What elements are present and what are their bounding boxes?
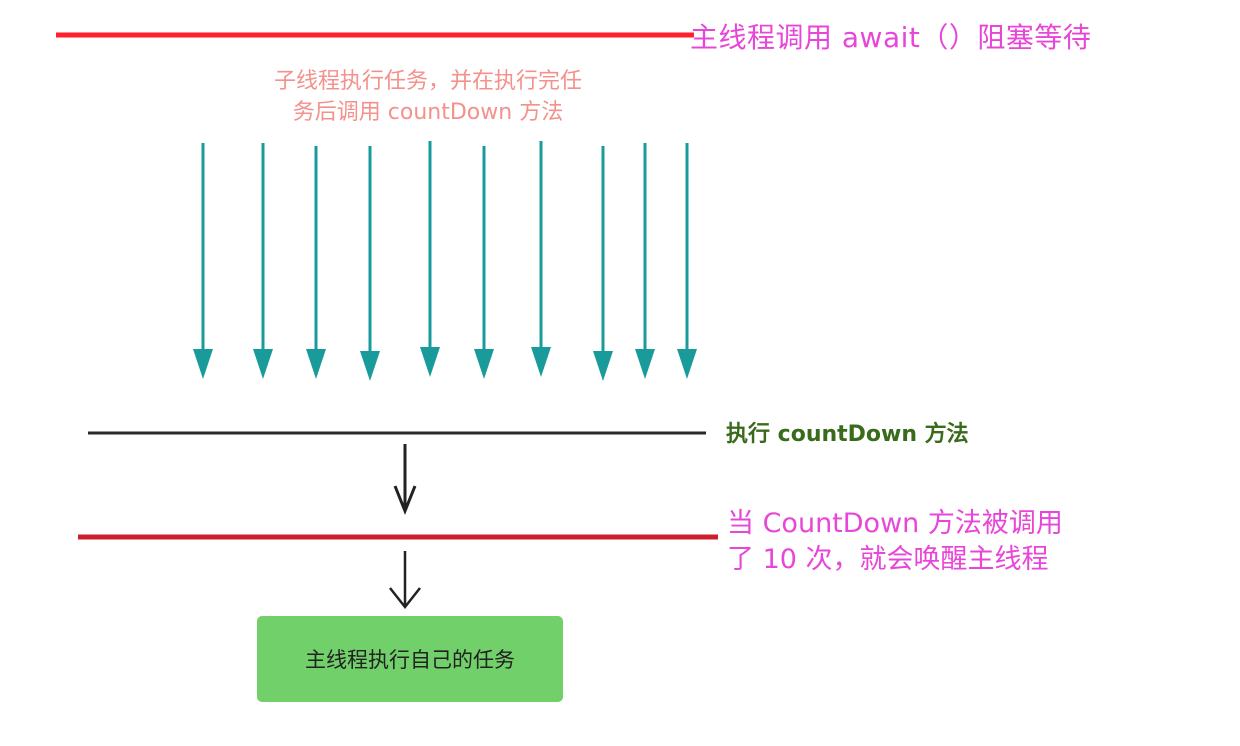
thread-arrow-5 — [420, 141, 440, 377]
wake-label: 当 CountDown 方法被调用 了 10 次，就会唤醒主线程 — [727, 506, 1063, 578]
thread-arrow-8 — [593, 146, 613, 381]
thread-arrow-9 — [635, 143, 655, 379]
thread-arrow-1 — [193, 143, 213, 379]
down-arrow-2 — [389, 551, 421, 610]
main-thread-task-label: 主线程执行自己的任务 — [305, 648, 515, 672]
main-thread-task-box: 主线程执行自己的任务 — [257, 616, 563, 702]
thread-arrow-4 — [360, 146, 380, 381]
countdown-label: 执行 countDown 方法 — [726, 422, 969, 447]
thread-arrow-7 — [531, 141, 551, 377]
thread-arrow-2 — [253, 143, 273, 379]
down-arrow-1 — [393, 444, 417, 516]
await-label: 主线程调用 await（）阻塞等待 — [690, 21, 1092, 54]
thread-arrow-10 — [677, 143, 697, 379]
subthread-label-line-1: 子线程执行任务，并在执行完任 — [273, 69, 582, 94]
subthread-label-line-2: 务后调用 countDown 方法 — [292, 100, 564, 125]
wake-label-line-1: 当 CountDown 方法被调用 — [727, 508, 1063, 539]
thread-arrow-6 — [474, 146, 494, 379]
wake-label-line-2: 了 10 次，就会唤醒主线程 — [727, 544, 1049, 575]
subthread-label: 子线程执行任务，并在执行完任 务后调用 countDown 方法 — [238, 66, 618, 128]
thread-arrow-3 — [306, 146, 326, 379]
subthread-arrows — [193, 141, 697, 381]
